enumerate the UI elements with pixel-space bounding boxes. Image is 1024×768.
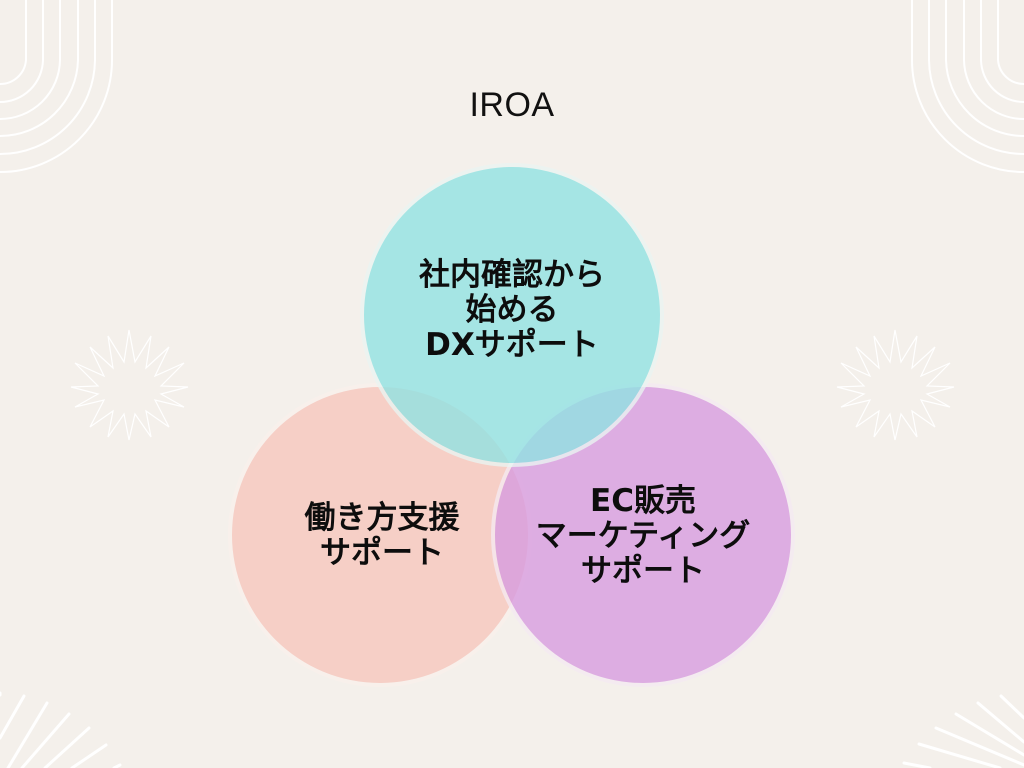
label-line: 始める xyxy=(465,292,559,328)
venn-circle-top xyxy=(360,163,664,467)
rays-bottom-right-icon xyxy=(902,694,1024,768)
label-line: サポート xyxy=(581,553,705,589)
venn-label-right: EC販売 マーケティング サポート xyxy=(493,484,793,589)
starburst-right-icon xyxy=(836,329,955,441)
label-line: 働き方支援 xyxy=(304,500,460,536)
label-line: DXサポート xyxy=(425,327,599,363)
venn-label-top: 社内確認から 始める DXサポート xyxy=(362,258,662,363)
venn-label-left: 働き方支援 サポート xyxy=(232,501,532,571)
diagram-title: IROA xyxy=(469,86,555,124)
label-line: EC販売 xyxy=(590,483,696,519)
label-line: マーケティング xyxy=(535,518,751,554)
starburst-left-icon xyxy=(70,329,189,441)
label-line: 社内確認から xyxy=(419,257,605,293)
label-line: サポート xyxy=(320,535,444,571)
rays-bottom-left-icon xyxy=(0,691,122,768)
